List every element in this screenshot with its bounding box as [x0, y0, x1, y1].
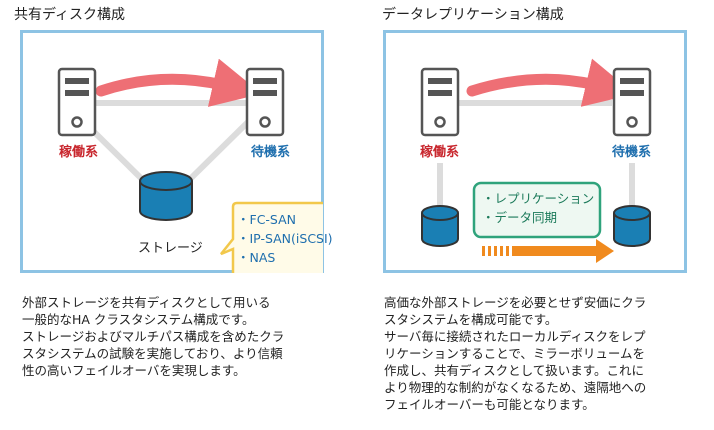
right-description-text: 高価な外部ストレージを必要とせず安価にクラ スタシステムを構成可能です。 サーバ…	[384, 295, 647, 412]
storage-icon	[139, 171, 193, 221]
shared-disk-diagram: 稼働系 待機系 ストレージ ・FC-SAN ・IP-SAN(iSCSI) ・NA…	[20, 30, 333, 273]
left-active-label: 稼働系	[59, 145, 99, 160]
right-description: 高価な外部ストレージを必要とせず安価にクラ スタシステムを構成可能です。 サーバ…	[384, 294, 704, 413]
standby-server-icon	[612, 67, 652, 137]
right-section-title: データレプリケーション構成	[382, 7, 564, 23]
shared-disk-graphics	[57, 58, 323, 273]
standby-server-icon	[245, 67, 285, 137]
failover-arrow	[95, 58, 262, 107]
left-description: 外部ストレージを共有ディスクとして用いる 一般的なHA クラスタシステム構成です…	[22, 294, 342, 379]
storage-label: ストレージ	[138, 241, 203, 256]
left-standby-label: 待機系	[251, 145, 291, 160]
right-standby-label: 待機系	[612, 145, 652, 160]
replication-diagram: 稼働系 待機系 ・レプリケーション ・データ同期	[383, 30, 687, 273]
replication-graphics	[420, 58, 652, 263]
protocol-item: ・NAS	[237, 250, 276, 265]
protocol-item: ・IP-SAN(iSCSI)	[237, 231, 333, 246]
feature-item: ・レプリケーション	[482, 191, 595, 206]
protocol-item: ・FC-SAN	[237, 212, 296, 227]
failover-arrow	[466, 58, 635, 107]
active-server-icon	[420, 67, 460, 137]
left-description-text: 外部ストレージを共有ディスクとして用いる 一般的なHA クラスタシステム構成です…	[22, 295, 285, 378]
active-server-icon	[57, 67, 97, 137]
replication-callout	[472, 181, 602, 239]
protocol-callout	[220, 201, 323, 273]
right-active-label: 稼働系	[420, 145, 460, 160]
protocol-list: ・FC-SAN ・IP-SAN(iSCSI) ・NAS	[237, 210, 333, 267]
active-local-disk-icon	[421, 205, 459, 247]
standby-storage-line	[178, 118, 252, 191]
feature-item: ・データ同期	[482, 210, 558, 225]
replication-feature-list: ・レプリケーション ・データ同期	[482, 189, 594, 227]
sync-arrow	[482, 239, 614, 263]
standby-local-disk-icon	[613, 205, 651, 247]
left-section-title: 共有ディスク構成	[14, 7, 126, 23]
